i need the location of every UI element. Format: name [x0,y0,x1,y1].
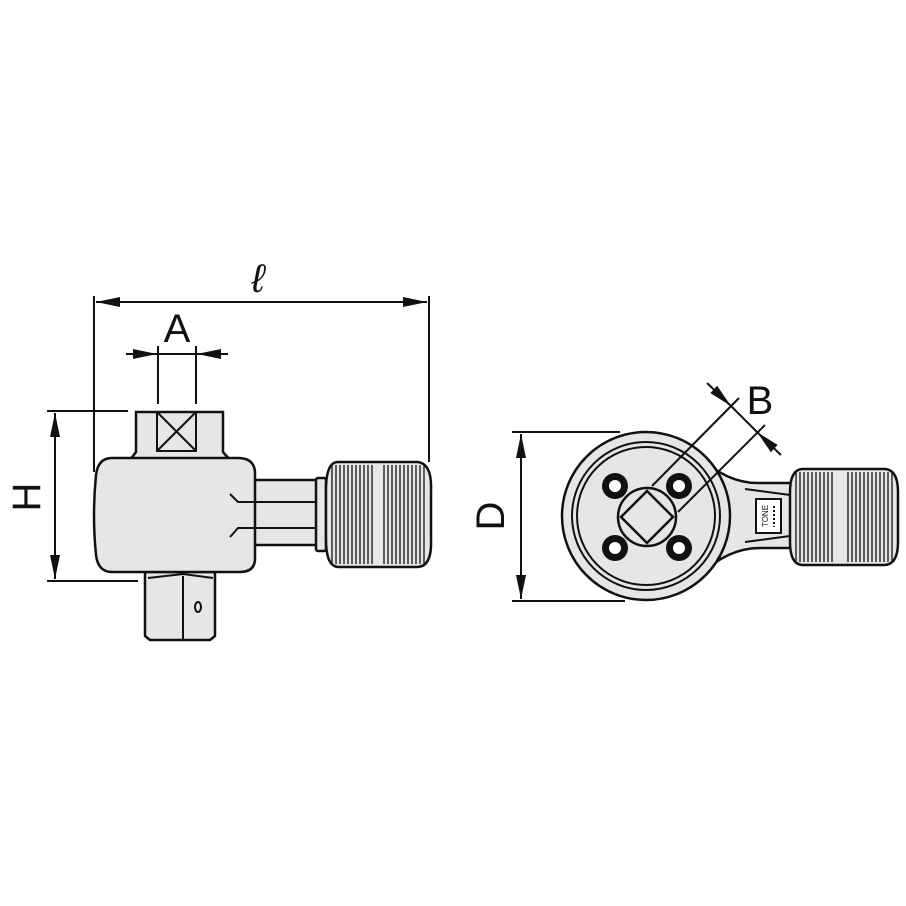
width-across-dimension: B [651,379,782,513]
side-view: ℓ A H [5,257,433,642]
shaft-groove [229,493,318,538]
square-drive-label: A [164,307,191,351]
square-drive-dimension: A [126,307,228,404]
diameter-label: D [469,502,513,531]
top-view: D TONE [469,379,900,602]
height-dimension: H [5,410,138,582]
brand-label: TONE [761,505,770,527]
square-drive-top [616,486,678,548]
ratchet-body [92,456,257,574]
knob[interactable] [314,460,433,569]
top-square-drive [127,410,233,462]
height-label: H [5,483,49,512]
width-across-label: B [747,379,774,423]
brand-plate: TONE [755,498,782,534]
screw-holes [602,473,692,561]
bottom-square-drive [143,570,217,642]
diameter-dimension: D [469,431,625,602]
length-label: ℓ [251,257,267,301]
knob-top[interactable] [788,467,900,567]
length-dimension: ℓ [93,257,430,472]
